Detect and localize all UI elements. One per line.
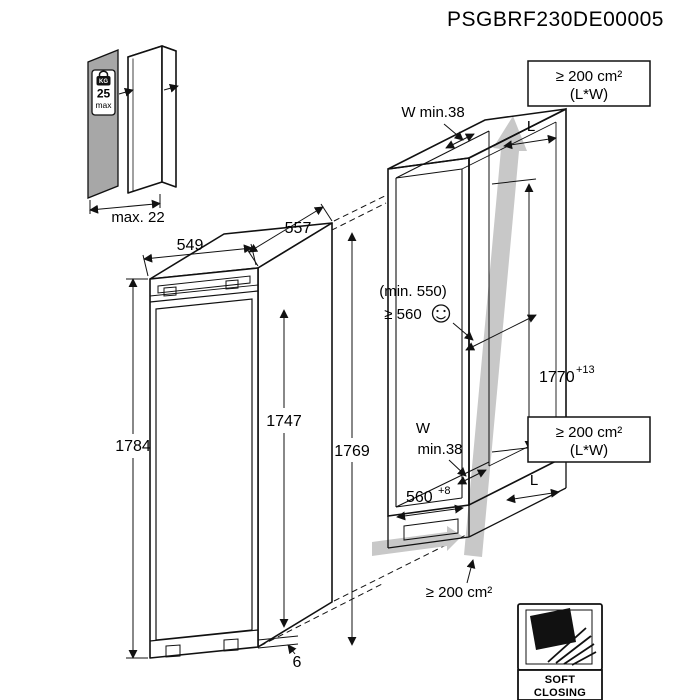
- top-length-label: L: [527, 118, 535, 135]
- niche-height-label: 1770: [539, 369, 575, 386]
- soft-closing-badge: SOFT CLOSING: [517, 603, 603, 700]
- weight-badge: KG 25 max: [91, 69, 116, 116]
- panel-thickness-dimension: max. 22: [89, 194, 165, 226]
- weight-icon: [98, 70, 109, 76]
- depth-min-label: (min. 550): [379, 283, 447, 300]
- bottom-gap-label: 6: [293, 654, 302, 671]
- door-panel-drawing: KG 25 max max. 22: [87, 45, 179, 226]
- dimension-top-vent: W min.38: [401, 104, 475, 149]
- mount-arrow-2: [163, 83, 179, 93]
- dimension-557: 557: [246, 203, 333, 267]
- bottom-air-area-label: ≥ 200 cm²: [426, 584, 493, 601]
- product-code: PSGBRF230DE00005: [447, 8, 664, 31]
- dimension-1769: 1769: [334, 232, 370, 646]
- smiley-icon: [431, 304, 451, 323]
- appliance-foot: [165, 644, 181, 658]
- dimension-niche-height: 1770 +13: [491, 178, 595, 453]
- dimension-mid-vent: W min.38: [416, 420, 487, 485]
- depth-recommended-label: ≥ 560: [384, 306, 421, 323]
- hinge-strip: [157, 275, 251, 294]
- airflow-arrow-bottom: [372, 526, 462, 556]
- plinth-vent: [403, 518, 459, 541]
- top-air-area-line2: (L*W): [570, 86, 608, 103]
- dimension-depth: (min. 550) ≥ 560: [379, 283, 537, 351]
- appliance-front-face: [149, 267, 259, 659]
- top-air-area-line1: ≥ 200 cm²: [556, 68, 623, 85]
- dimension-niche-width: 560 +8: [396, 485, 464, 521]
- weight-value-label: 25: [97, 87, 111, 101]
- mid-vent-width-min: min.38: [417, 441, 462, 458]
- dimension-length-mid: L: [506, 472, 560, 504]
- door-height-label: 1747: [266, 413, 302, 430]
- mid-length-label: L: [530, 472, 538, 489]
- dimension-length-top: L: [503, 118, 557, 150]
- overall-height-label: 1784: [115, 438, 151, 455]
- dimension-1747: 1747: [266, 309, 302, 628]
- door-outline: [127, 45, 177, 194]
- depth-dimension-label: 549: [177, 237, 204, 254]
- niche-width-tolerance: +8: [438, 485, 451, 497]
- niche-drawing: W min.38 ≥ 200 cm² (L*W) L (min. 550) ≥ …: [372, 60, 651, 601]
- top-vent-width-label: W min.38: [401, 104, 464, 121]
- mid-air-area-line2: (L*W): [570, 442, 608, 459]
- panel-thickness-label: max. 22: [111, 209, 164, 226]
- width-dimension-label: 557: [285, 220, 312, 237]
- appliance-foot-2: [223, 638, 239, 652]
- mount-arrow: [118, 87, 134, 97]
- appliance-drawing: 549 557 1784 1747 1769: [115, 203, 370, 671]
- appliance-details: [149, 275, 259, 658]
- niche-height-tolerance: +13: [576, 364, 595, 376]
- mid-air-area-line1: ≥ 200 cm²: [556, 424, 623, 441]
- soft-closing-icon: [525, 608, 597, 666]
- door-panel-inset: [155, 298, 253, 641]
- dimension-1784: 1784: [115, 278, 151, 659]
- weight-qualifier-label: max: [95, 100, 112, 110]
- dimension-549: 549: [142, 237, 257, 277]
- soft-closing-line1: SOFT: [545, 674, 576, 686]
- niche-width-label: 560: [406, 489, 433, 506]
- soft-closing-line2: CLOSING: [534, 687, 586, 699]
- dimension-bottom-air: ≥ 200 cm²: [426, 559, 493, 601]
- weight-unit-label: KG: [99, 79, 108, 85]
- mid-air-area-box: ≥ 200 cm² (L*W): [527, 416, 651, 463]
- dimension-6: 6: [257, 635, 302, 671]
- side-height-label: 1769: [334, 443, 370, 460]
- appliance-side-face: [257, 222, 333, 648]
- mid-vent-width-w: W: [416, 420, 431, 437]
- top-air-area-box: ≥ 200 cm² (L*W): [527, 60, 651, 107]
